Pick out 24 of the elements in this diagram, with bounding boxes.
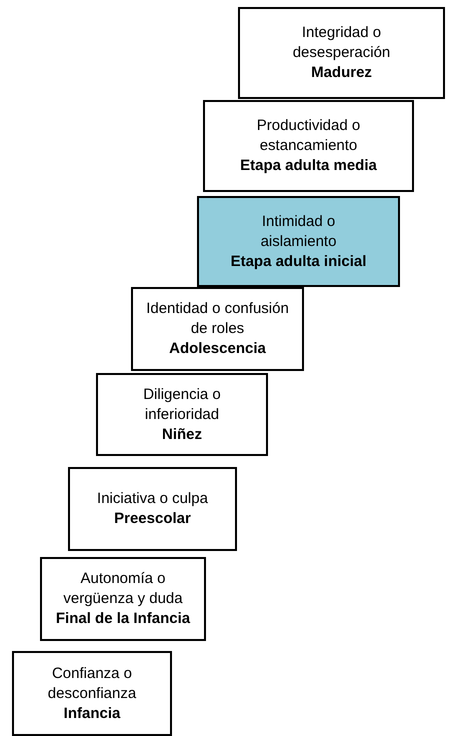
stage-name: Niñez <box>162 424 202 444</box>
stage-name: Adolescencia <box>169 339 266 359</box>
stage-conflict-text: Identidad o confusión de roles <box>145 299 290 339</box>
stage-box <box>96 373 268 456</box>
stage-box <box>68 467 237 551</box>
stage-box <box>197 196 400 287</box>
stage-name: Preescolar <box>114 509 191 529</box>
stage-name: Infancia <box>64 704 120 724</box>
stage-box <box>238 7 445 99</box>
stage-name: Etapa adulta inicial <box>230 252 366 272</box>
stage-box <box>40 557 206 641</box>
stage-name: Etapa adulta media <box>240 156 377 176</box>
stage-conflict-text: Confianza o desconfianza <box>46 664 138 704</box>
stage-conflict-text: Diligencia o inferioridad <box>142 384 222 424</box>
stage-name: Madurez <box>311 63 372 83</box>
stage-box <box>12 651 172 736</box>
stage-conflict-text: Intimidad o aislamiento <box>260 212 338 252</box>
stage-conflict-text: Productividad o estancamiento <box>256 116 362 156</box>
stage-conflict-text: Autonomía o vergüenza y duda <box>62 569 184 609</box>
stage-box <box>203 100 414 192</box>
stage-name: Final de la Infancia <box>56 609 190 629</box>
stage-conflict-text: Integridad o desesperación <box>292 23 392 63</box>
stage-conflict-text: Iniciativa o culpa <box>96 489 209 509</box>
stage-box <box>131 287 304 371</box>
